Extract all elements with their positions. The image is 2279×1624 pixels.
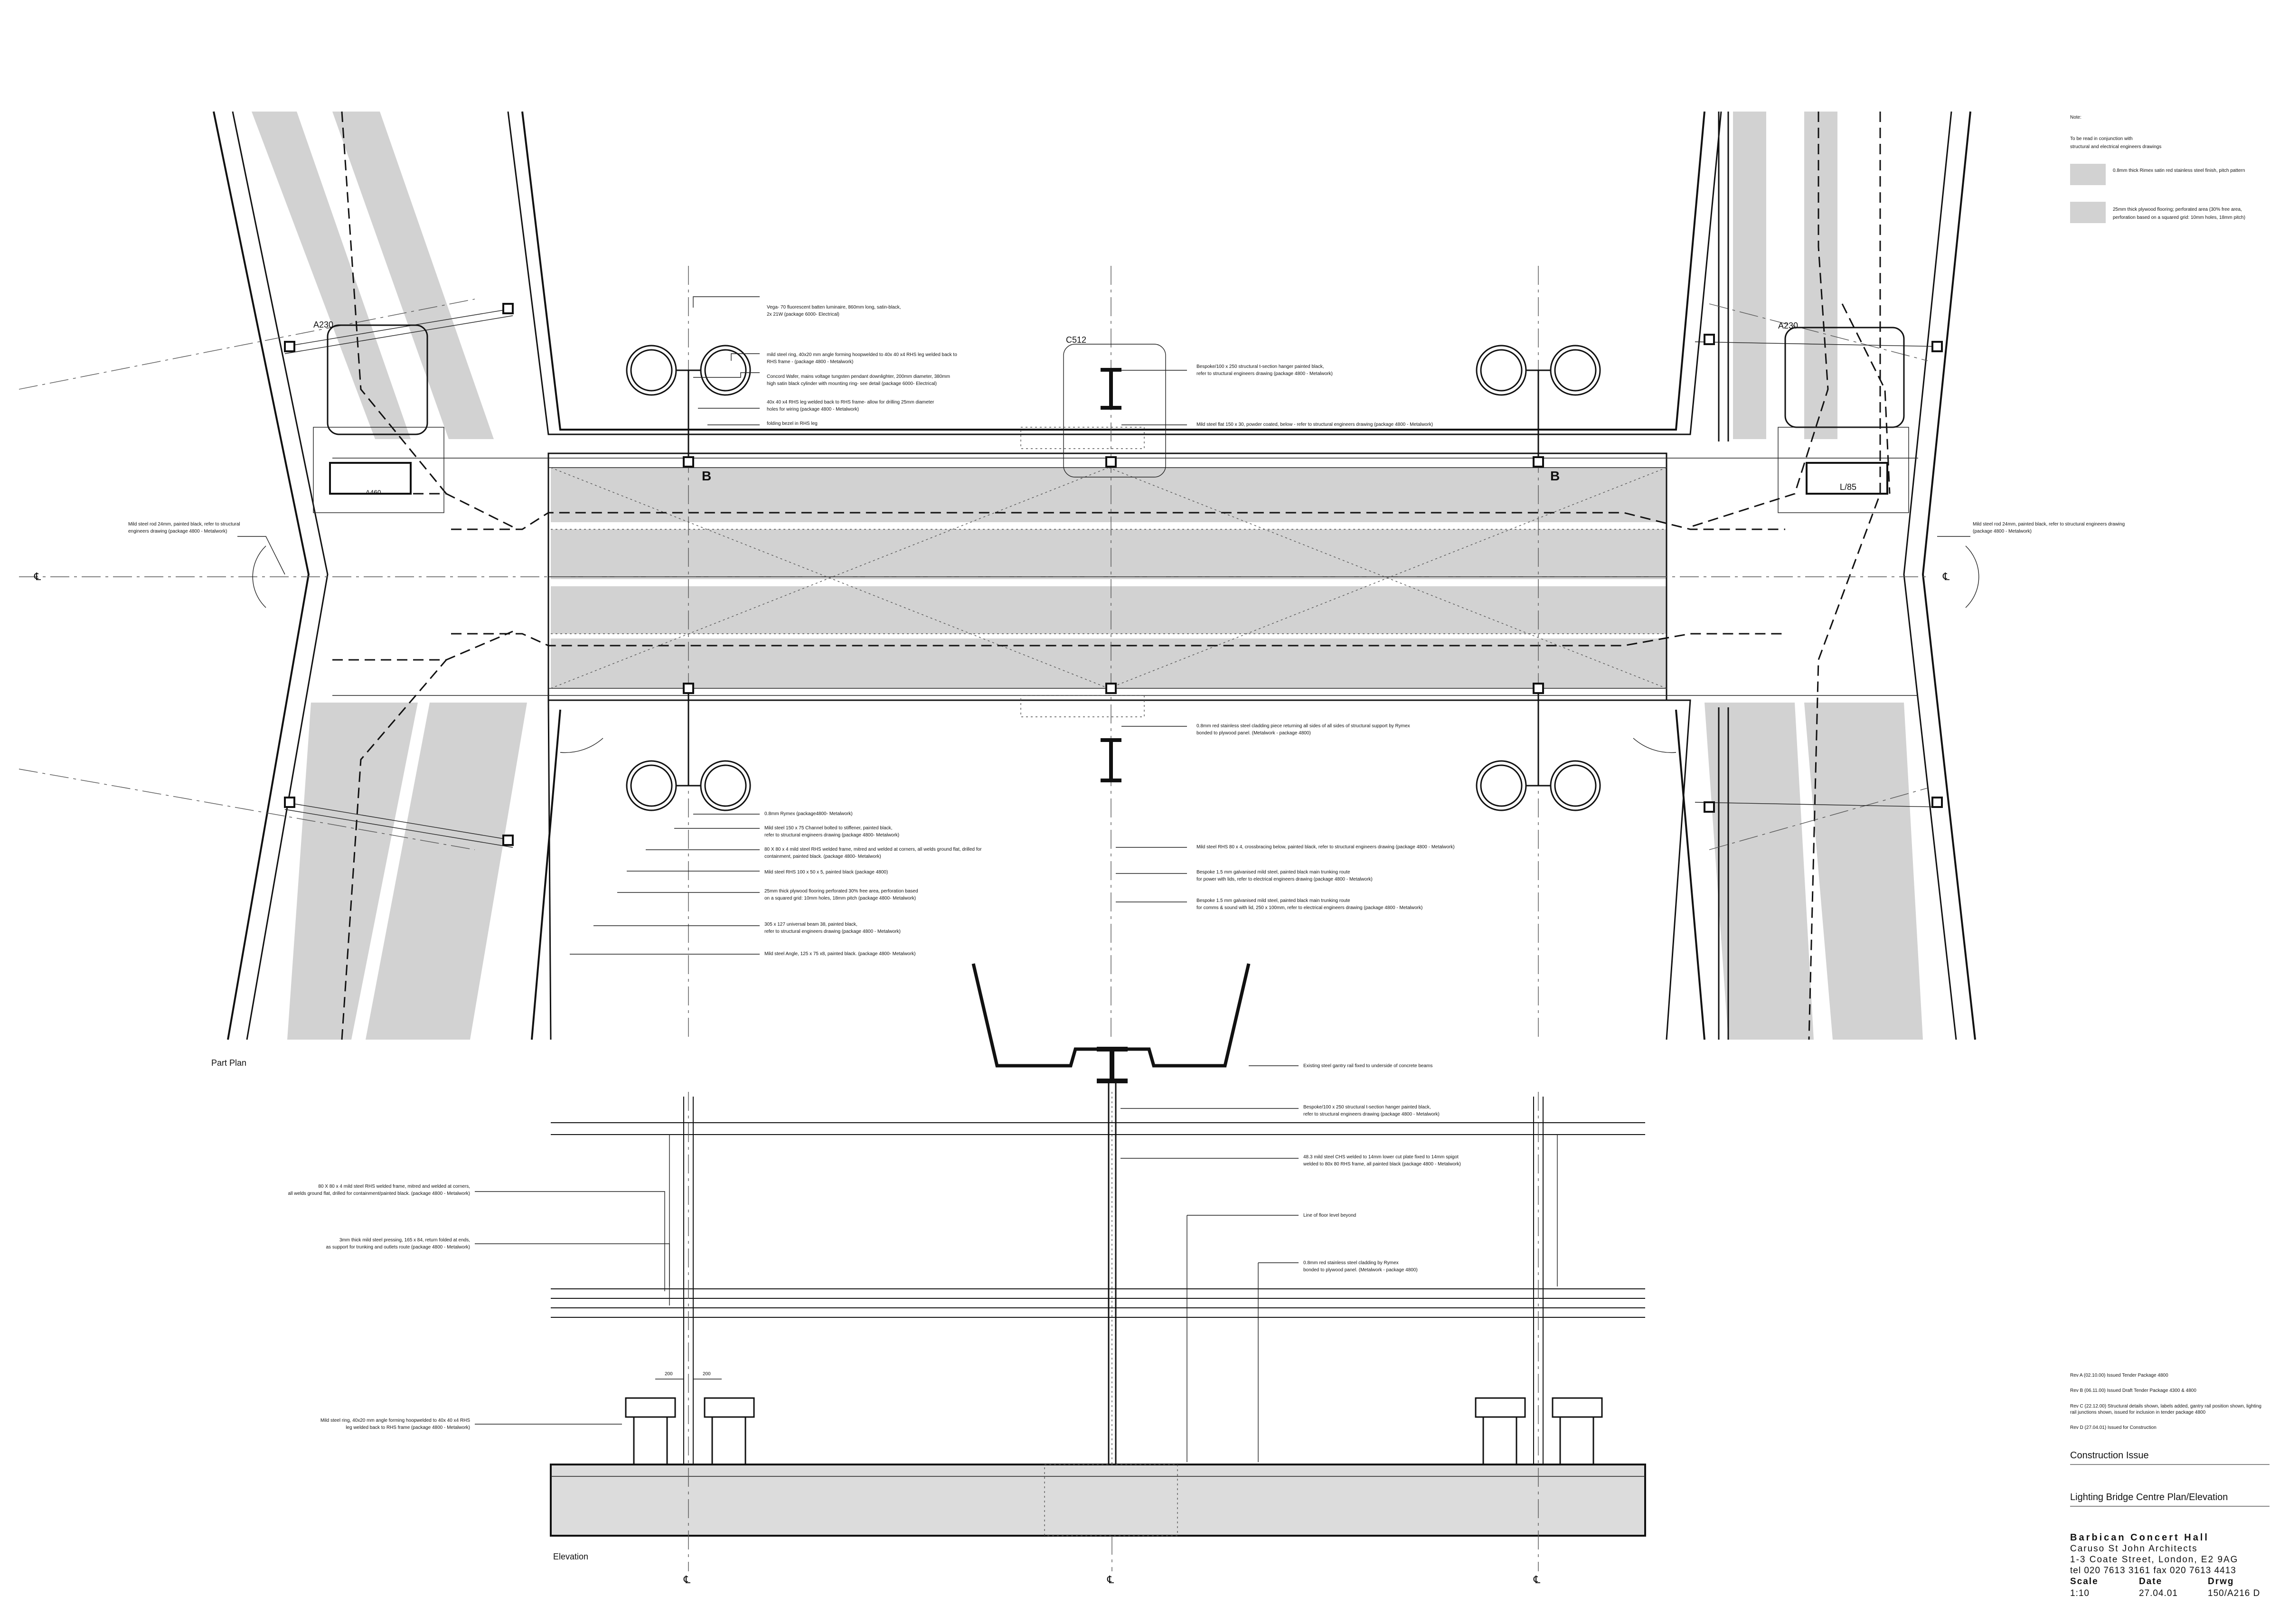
note: bonded to plywood panel. (Metalwork - pa… [1196,731,1311,736]
elevation-annotations: Existing steel gantry rail fixed to unde… [288,1063,1460,1430]
note: bonded to plywood panel. (Metalwork - pa… [1303,1267,1418,1273]
note: 0.8mm Rymex (package4800- Metalwork) [764,811,853,817]
note: refer to structural engineers drawing (p… [764,833,899,838]
centreline-symbol: ℄ [1107,1574,1114,1586]
tag-a460: A460 [366,488,381,496]
plan-annotations: Vega- 70 fluorescent batten luminaire, 8… [128,305,2125,957]
notes-block: Note: To be read in conjunction with str… [2070,115,2245,223]
note: Mild steel rod 24mm, painted black, refe… [1973,522,2125,527]
drawing-number-label: Drwg [2208,1577,2234,1586]
date-value: 27.04.01 [2139,1588,2178,1598]
note: for comms & sound with lid, 250 x 100mm,… [1196,905,1422,911]
dimension: 200 [703,1371,711,1377]
note: Mild steel flat 150 x 30, powder coated,… [1196,422,1433,427]
note: Mild steel Angle, 125 x 75 x8, painted b… [764,951,916,957]
note: engineers drawing (package 4800 - Metalw… [128,529,227,534]
tag-c512: C512 [1066,335,1086,345]
note: 25mm thick plywood flooring perforated 3… [764,889,918,894]
note: for power with lids, refer to electrical… [1196,877,1373,882]
note: as support for trunking and outlets rout… [326,1245,471,1250]
drawing-title: Lighting Bridge Centre Plan/Elevation [2070,1492,2228,1502]
date-label: Date [2139,1577,2162,1586]
note: 3mm thick mild steel pressing, 165 x 84,… [339,1238,470,1243]
revision: rail junctions shown, issued for inclusi… [2070,1410,2206,1415]
note: Bespoke 1.5 mm galvanised mild steel, pa… [1196,870,1350,875]
note: on a squared grid: 10mm holes, 18mm pitc… [764,896,916,901]
note: 80 X 80 x 4 mild steel RHS welded frame,… [318,1184,470,1189]
project-name: Barbican Concert Hall [2070,1532,2209,1543]
drawing-number-value: 150/A216 D [2208,1588,2260,1598]
tag-a230-right: A230 [1778,321,1798,330]
tag-l85: L/85 [1840,482,1856,492]
centreline-symbol: ℄ [683,1574,691,1586]
legend-text-plywood-1: 25mm thick plywood flooring; perforated … [2113,207,2242,212]
note: 40x 40 x4 RHS leg welded back to RHS fra… [767,400,934,405]
note: Mild steel 150 x 75 Channel bolted to st… [764,826,892,831]
plan-title: Part Plan [211,1058,246,1068]
note: all welds ground flat, drilled for conta… [288,1191,470,1196]
note: 0.8mm red stainless steel cladding piece… [1196,723,1410,729]
scale-value: 1:10 [2070,1588,2090,1598]
centreline-symbol: ℄ [34,571,41,582]
status-label: Construction Issue [2070,1450,2149,1461]
elevation-title: Elevation [553,1552,588,1561]
architect-name: Caruso St John Architects [2070,1544,2198,1554]
centreline-symbol: ℄ [1942,571,1950,582]
note: Mild steel RHS 100 x 50 x 5, painted bla… [764,870,888,875]
note: holes for wiring (package 4800 - Metalwo… [767,407,859,412]
revision-list: Rev A (02.10.00) Issued Tender Package 4… [2070,1373,2261,1430]
revision: Rev A (02.10.00) Issued Tender Package 4… [2070,1373,2168,1378]
legend-text-plywood-2: perforation based on a squared grid: 10m… [2113,215,2245,220]
note: refer to structural engineers drawing (p… [764,929,901,934]
notes-heading: Note: [2070,115,2081,120]
note: 48.3 mild steel CHS welded to 14mm lower… [1303,1155,1459,1160]
note: Bespoke/100 x 250 structural t-section h… [1196,364,1324,369]
note: leg welded back to RHS frame (package 48… [346,1425,470,1430]
notes-line-1: To be read in conjunction with [2070,136,2133,141]
note: Bespoke 1.5 mm galvanised mild steel, pa… [1196,898,1350,903]
note: (package 4800 - Metalwork) [1973,529,2032,534]
note: 2x 21W (package 6000- Electrical) [767,312,839,317]
part-plan [19,111,1979,1040]
tag-b-right: B [1550,469,1560,483]
architect-contact: tel 020 7613 3161 fax 020 7613 4413 [2070,1566,2236,1576]
legend-swatch-cladding [2070,164,2106,185]
note: 80 X 80 x 4 mild steel RHS welded frame,… [764,847,982,852]
centreline-symbol: ℄ [1533,1574,1541,1586]
note: Vega- 70 fluorescent batten luminaire, 8… [767,305,901,310]
note: refer to structural engineers drawing (p… [1303,1112,1440,1117]
note: Mild steel RHS 80 x 4, crossbracing belo… [1196,845,1455,850]
tag-b-left: B [702,469,711,483]
title-block: Construction Issue Lighting Bridge Centr… [2070,1450,2270,1598]
note: Bespoke/100 x 250 structural t-section h… [1303,1105,1431,1110]
note: folding bezel in RHS leg [767,421,818,426]
legend-swatch-plywood [2070,202,2106,223]
dimension: 200 [665,1371,673,1377]
scale-label: Scale [2070,1577,2099,1586]
legend-text-cladding: 0.8mm thick Rimex satin red stainless st… [2113,168,2245,173]
note: Existing steel gantry rail fixed to unde… [1303,1063,1432,1069]
note: Mild steel rod 24mm, painted black, refe… [128,522,240,527]
note: refer to structural engineers drawing (p… [1196,371,1333,376]
note: high satin black cylinder with mounting … [767,381,937,386]
note: 0.8mm red stainless steel cladding by Ry… [1303,1260,1399,1266]
elevation [475,963,1646,1571]
revision: Rev D (27.04.01) Issued for Construction [2070,1425,2157,1430]
architect-address: 1-3 Coate Street, London, E2 9AG [2070,1555,2238,1565]
revision: Rev B (06.11.00) Issued Draft Tender Pac… [2070,1388,2196,1393]
note: Line of floor level beyond [1303,1213,1356,1218]
note: 305 x 127 universal beam 38, painted bla… [764,922,857,927]
notes-line-2: structural and electrical engineers draw… [2070,144,2161,150]
note: containment, painted black. (package 480… [764,854,881,859]
revision: Rev C (22.12.00) Structural details show… [2070,1404,2261,1409]
note: welded to 80x 80 RHS frame, all painted … [1303,1162,1461,1167]
note: Concord Wafer, mains voltage tungsten pe… [767,374,950,379]
tag-a230-left: A230 [313,320,333,329]
note: Mild steel ring, 40x20 mm angle forming … [320,1418,470,1423]
note: mild steel ring, 40x20 mm angle forming … [767,352,957,357]
note: RHS frame - (package 4800 - Metalwork) [767,359,853,365]
